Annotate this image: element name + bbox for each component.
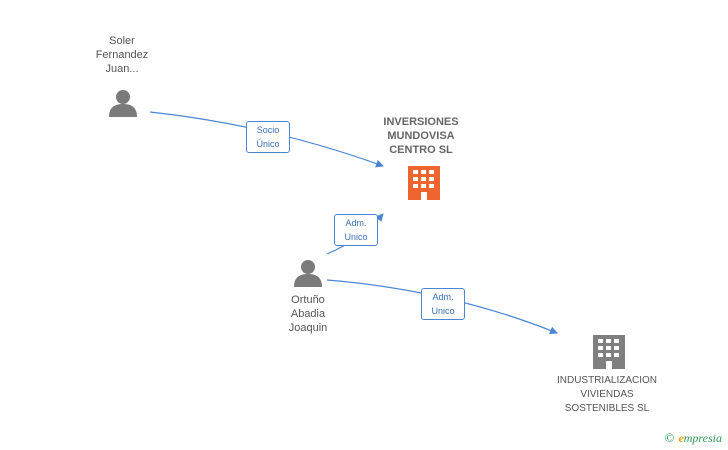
- label-line: Joaquin: [288, 322, 328, 334]
- edge-label-line: Adm.: [345, 218, 367, 228]
- label-line: INVERSIONES: [383, 116, 459, 128]
- node-label-industrializacion[interactable]: INDUSTRIALIZACION VIVIENDAS SOSTENIBLES …: [540, 374, 674, 416]
- building-icon[interactable]: [408, 166, 440, 200]
- label-line: SOSTENIBLES SL: [564, 403, 650, 414]
- node-label-inversiones[interactable]: INVERSIONES MUNDOVISA CENTRO SL: [361, 115, 481, 157]
- edge-label-line: Único: [256, 139, 280, 149]
- label-line: Ortuño: [291, 294, 325, 306]
- label-line: MUNDOVISA: [387, 130, 455, 142]
- empresia-logo[interactable]: ©empresia: [665, 430, 722, 446]
- building-icon[interactable]: [593, 335, 625, 369]
- label-line: INDUSTRIALIZACION: [556, 375, 657, 386]
- brand-name: mpresia: [683, 431, 722, 445]
- label-line: VIVIENDAS: [580, 389, 634, 400]
- edge-label-line: Unico: [344, 232, 368, 242]
- label-line: Fernandez: [95, 49, 149, 61]
- person-icon[interactable]: [109, 90, 137, 117]
- label-line: Soler: [109, 35, 135, 47]
- label-line: Juan...: [105, 63, 139, 75]
- edge-label-socio-unico[interactable]: Socio Único: [246, 121, 290, 153]
- edge-label-line: Adm.: [432, 292, 454, 302]
- edge-label-line: Unico: [431, 306, 455, 316]
- edge-label-adm-unico[interactable]: Adm. Unico: [421, 288, 465, 320]
- node-label-soler[interactable]: Soler Fernandez Juan...: [72, 34, 172, 76]
- copyright-icon: ©: [664, 430, 675, 445]
- edge-label-adm-unico[interactable]: Adm. Unico: [334, 214, 378, 246]
- person-icon[interactable]: [294, 260, 322, 287]
- brand-initial: e: [678, 431, 684, 445]
- label-line: Abadia: [290, 308, 326, 320]
- node-label-ortuno[interactable]: Ortuño Abadia Joaquin: [258, 293, 358, 335]
- edge-label-line: Socio: [256, 125, 280, 135]
- label-line: CENTRO SL: [389, 144, 453, 156]
